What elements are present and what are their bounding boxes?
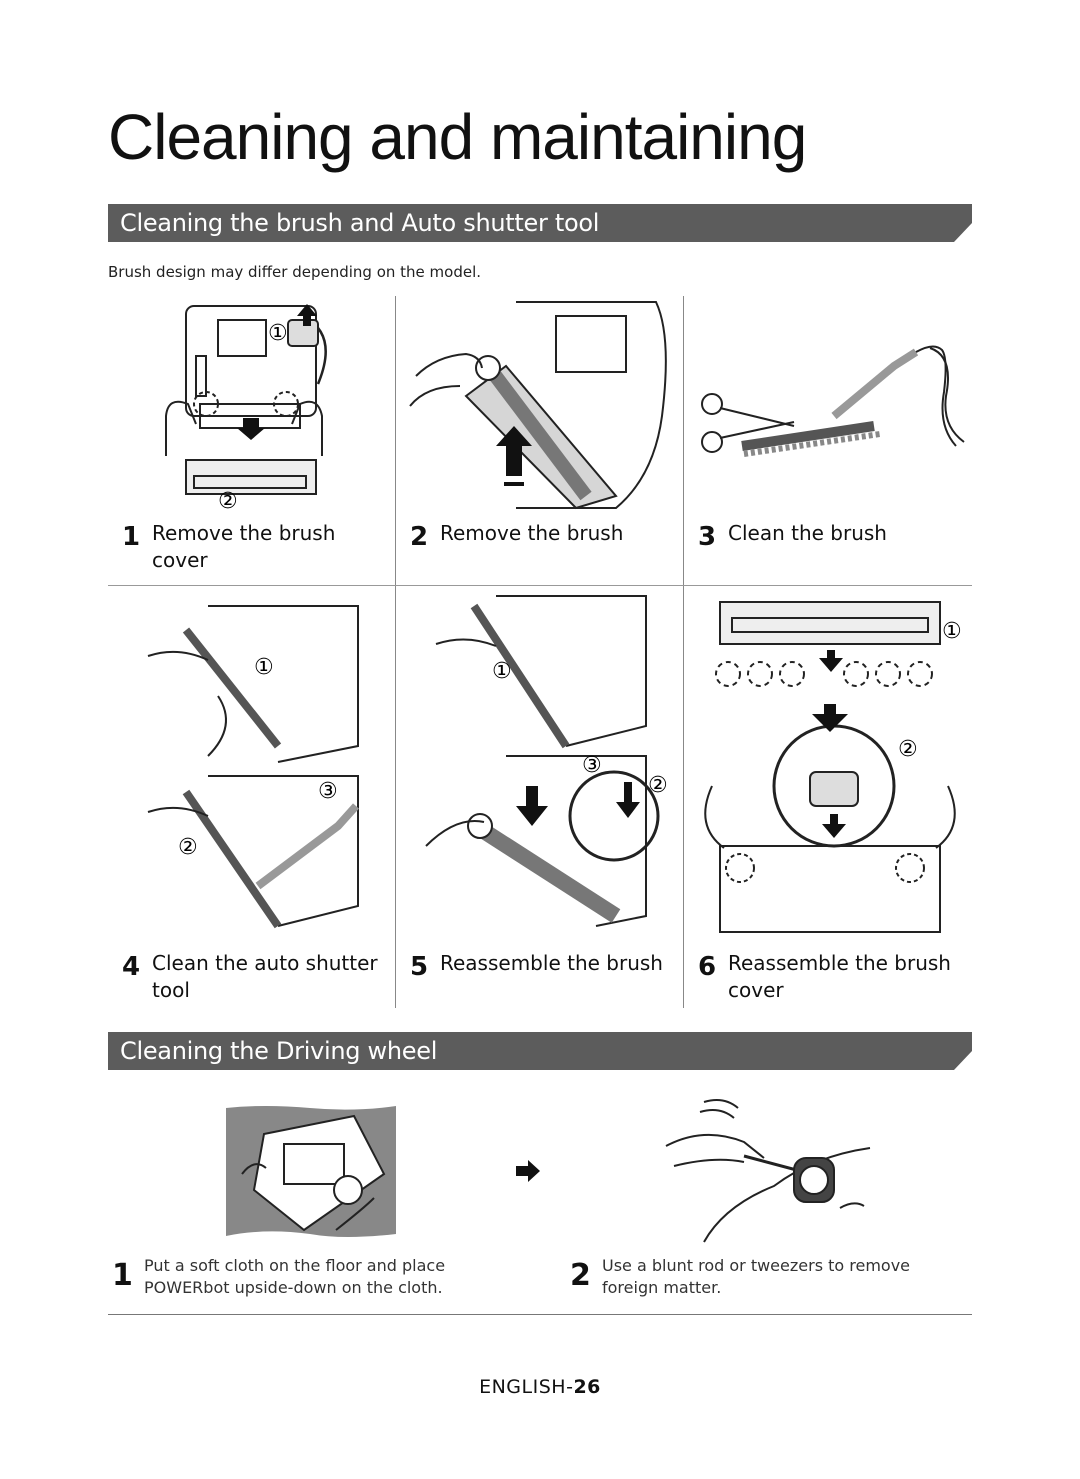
marker-1: ① <box>268 321 288 346</box>
grid-divider <box>395 296 396 1008</box>
page-title: Cleaning and maintaining <box>108 101 807 173</box>
step-number: 3 <box>698 522 717 552</box>
step-text: Reassemble the brush cover <box>728 951 951 1002</box>
footer-language: ENGLISH- <box>479 1376 574 1398</box>
step-number: 2 <box>410 522 429 552</box>
step-number: 5 <box>410 952 429 982</box>
bottom-rule <box>108 1314 972 1315</box>
illustration-remove-brush <box>409 301 667 510</box>
marker-2: ② <box>648 773 668 798</box>
marker-3: ③ <box>318 779 338 804</box>
marker-1: ① <box>492 659 512 684</box>
illustration-clean-brush <box>701 345 965 457</box>
grid-divider <box>683 296 684 1008</box>
page-footer: ENGLISH-26 <box>0 1376 1080 1398</box>
illustration-clean-auto-shutter: ① ③ ② <box>147 605 359 929</box>
section-heading-wheel-text: Cleaning the Driving wheel <box>120 1037 438 1065</box>
grid-divider <box>108 585 972 586</box>
section-heading-brush: Cleaning the brush and Auto shutter tool <box>108 204 972 242</box>
marker-3: ③ <box>582 753 602 778</box>
brush-steps-grid: ① ② 1 Remove the brush cover 2 Remove t <box>108 296 972 1008</box>
section-heading-brush-text: Cleaning the brush and Auto shutter tool <box>120 209 600 237</box>
wheel-step-1-text: Put a soft cloth on the floor and place … <box>144 1256 446 1297</box>
illustration-powerbot-on-cloth <box>226 1106 396 1237</box>
step-cell-1: ① ② 1 Remove the brush cover <box>108 296 396 572</box>
step-text: Remove the brush <box>440 521 624 545</box>
marker-1: ① <box>254 655 274 680</box>
illustration-remove-brush-cover: ① ② <box>165 304 327 514</box>
step-cell-3: 3 Clean the brush <box>684 296 972 552</box>
step-number: 1 <box>122 522 141 552</box>
page-number: 26 <box>573 1376 601 1398</box>
step-number: 6 <box>698 952 717 982</box>
illustration-reassemble-brush-cover: ① ② <box>704 601 962 933</box>
model-note: Brush design may differ depending on the… <box>108 263 482 281</box>
step-text: Clean the brush <box>728 521 887 545</box>
step-text: Reassemble the brush <box>440 951 663 975</box>
illustration-remove-foreign-matter <box>665 1099 871 1243</box>
step-text: Clean the auto shutter tool <box>152 951 378 1002</box>
step-cell-4: ① ③ ② 4 Clean the auto shutter tool <box>108 586 396 1002</box>
wheel-step-2-number: 2 <box>570 1258 591 1293</box>
wheel-step-2-text: Use a blunt rod or tweezers to remove fo… <box>602 1256 911 1297</box>
marker-2: ② <box>898 737 918 762</box>
section-heading-wheel: Cleaning the Driving wheel <box>108 1032 972 1070</box>
step-cell-5: ③ ① ② 5 Reassemble the brush <box>396 586 684 982</box>
step-cell-2: 2 Remove the brush <box>396 296 684 552</box>
step-text: Remove the brush cover <box>152 521 336 572</box>
wheel-step-1-number: 1 <box>112 1258 133 1293</box>
marker-2: ② <box>218 489 238 514</box>
marker-1: ① <box>942 619 962 644</box>
marker-2: ② <box>178 835 198 860</box>
arrow-right-icon <box>516 1160 540 1182</box>
illustration-reassemble-brush: ③ ① ② <box>425 595 668 927</box>
step-number: 4 <box>122 952 141 982</box>
step-cell-6: ① ② 6 Reassemble the brush cover <box>684 586 972 1002</box>
